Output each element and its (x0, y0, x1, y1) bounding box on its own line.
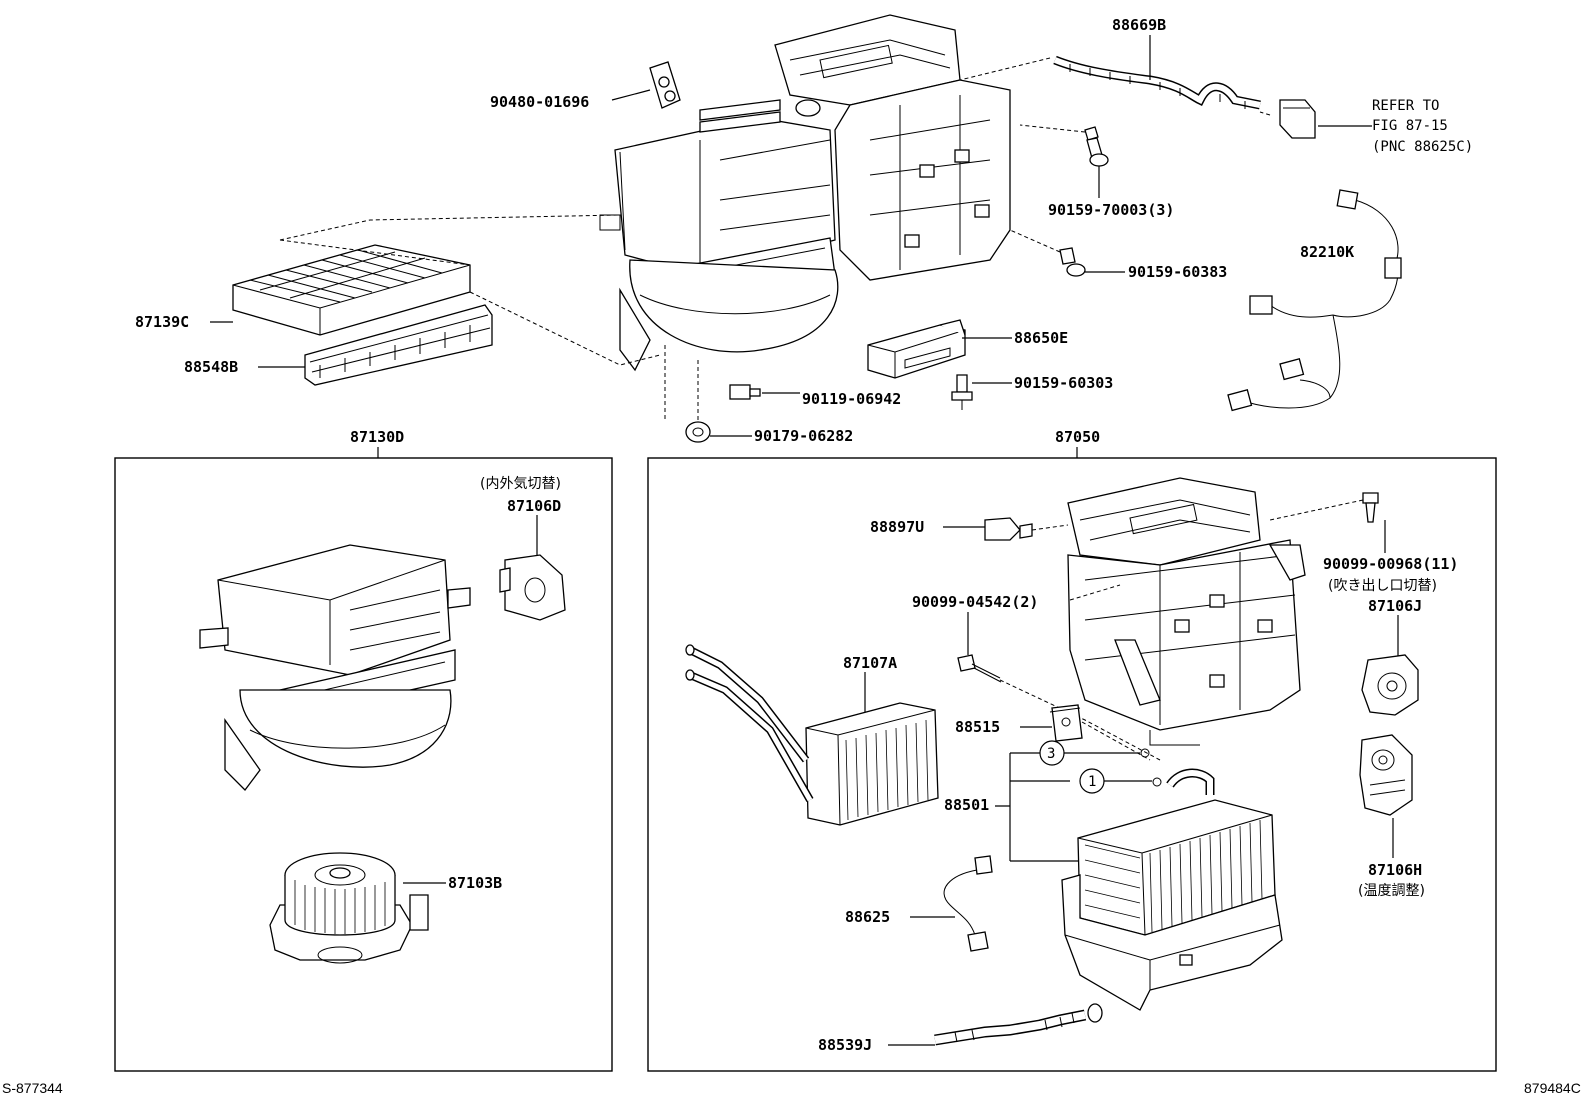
label-callout-1: 1 (1088, 774, 1096, 790)
label-90159-70003: 90159-70003(3) (1048, 201, 1174, 219)
label-jp-temp: (温度調整) (1358, 883, 1425, 899)
label-90119-06942: 90119-06942 (802, 390, 901, 408)
screw-90159-60383 (1059, 247, 1086, 277)
label-88650E: 88650E (1014, 329, 1068, 347)
screw-90099-04542 (957, 654, 1002, 683)
label-88548B: 88548B (184, 358, 238, 376)
frame-87050 (647, 457, 1497, 1072)
label-pnc-88625c: (PNC 88625C) (1372, 139, 1473, 155)
blower-assembly-87130D (199, 544, 471, 791)
label-jp-outlet: (吹き出し口切替) (1328, 578, 1437, 594)
label-90159-60383: 90159-60383 (1128, 263, 1227, 281)
frame-87130D (114, 457, 613, 1072)
label-88515: 88515 (955, 718, 1000, 736)
screw-90159-70003 (1084, 126, 1109, 167)
label-90099-04542: 90099-04542(2) (912, 593, 1038, 611)
label-87106D: 87106D (507, 497, 561, 515)
screw-90099-00968 (1362, 492, 1379, 523)
screw-90119-06942 (729, 384, 761, 400)
label-callout-3: 3 (1047, 746, 1055, 762)
screw-90159-60303 (951, 374, 973, 410)
sensor-88897U (984, 517, 1033, 541)
label-90159-60303: 90159-60303 (1014, 374, 1113, 392)
expansion-valve-88515 (1049, 704, 1083, 742)
module-88650E (867, 319, 966, 379)
heater-core-87107A (685, 644, 939, 826)
label-refer-to: REFER TO (1372, 98, 1439, 114)
label-82210K: 82210K (1300, 243, 1354, 261)
thermistor-88625 (943, 855, 993, 952)
label-88897U: 88897U (870, 518, 924, 536)
label-90179-06282: 90179-06282 (754, 427, 853, 445)
label-87130D: 87130D (350, 428, 404, 446)
hvac-unit-assembly (599, 14, 1011, 372)
label-jp-intake: (内外気切替) (480, 476, 561, 492)
label-88539J: 88539J (818, 1036, 872, 1054)
label-90480-01696: 90480-01696 (490, 93, 589, 111)
label-90099-00968: 90099-00968(11) (1323, 555, 1458, 573)
blower-motor-87103B (269, 852, 429, 964)
label-88625: 88625 (845, 908, 890, 926)
label-87139C: 87139C (135, 313, 189, 331)
heater-case-87050 (1067, 477, 1306, 746)
label-88669B: 88669B (1112, 16, 1166, 34)
wire-harness-88669B (1053, 55, 1316, 139)
label-87107A: 87107A (843, 654, 897, 672)
grommet-90480 (649, 61, 681, 109)
label-88501: 88501 (944, 796, 989, 814)
filter-frame-88548B (304, 304, 493, 386)
harness-82210K (1227, 189, 1402, 412)
nut-90179-06282 (685, 421, 711, 443)
lower-case (1061, 874, 1283, 1011)
footer-left-code: S-877344 (2, 1080, 63, 1096)
actuator-87106J (1361, 654, 1419, 716)
drain-hose-88539J (934, 1003, 1103, 1046)
label-fig-87-15: FIG 87-15 (1372, 118, 1448, 134)
actuator-87106D (499, 554, 566, 621)
footer-right-code: 879484C (1524, 1080, 1581, 1096)
label-87106H: 87106H (1368, 861, 1422, 879)
label-87106J: 87106J (1368, 597, 1422, 615)
label-87050: 87050 (1055, 428, 1100, 446)
actuator-87106H (1359, 734, 1413, 816)
label-87103B: 87103B (448, 874, 502, 892)
